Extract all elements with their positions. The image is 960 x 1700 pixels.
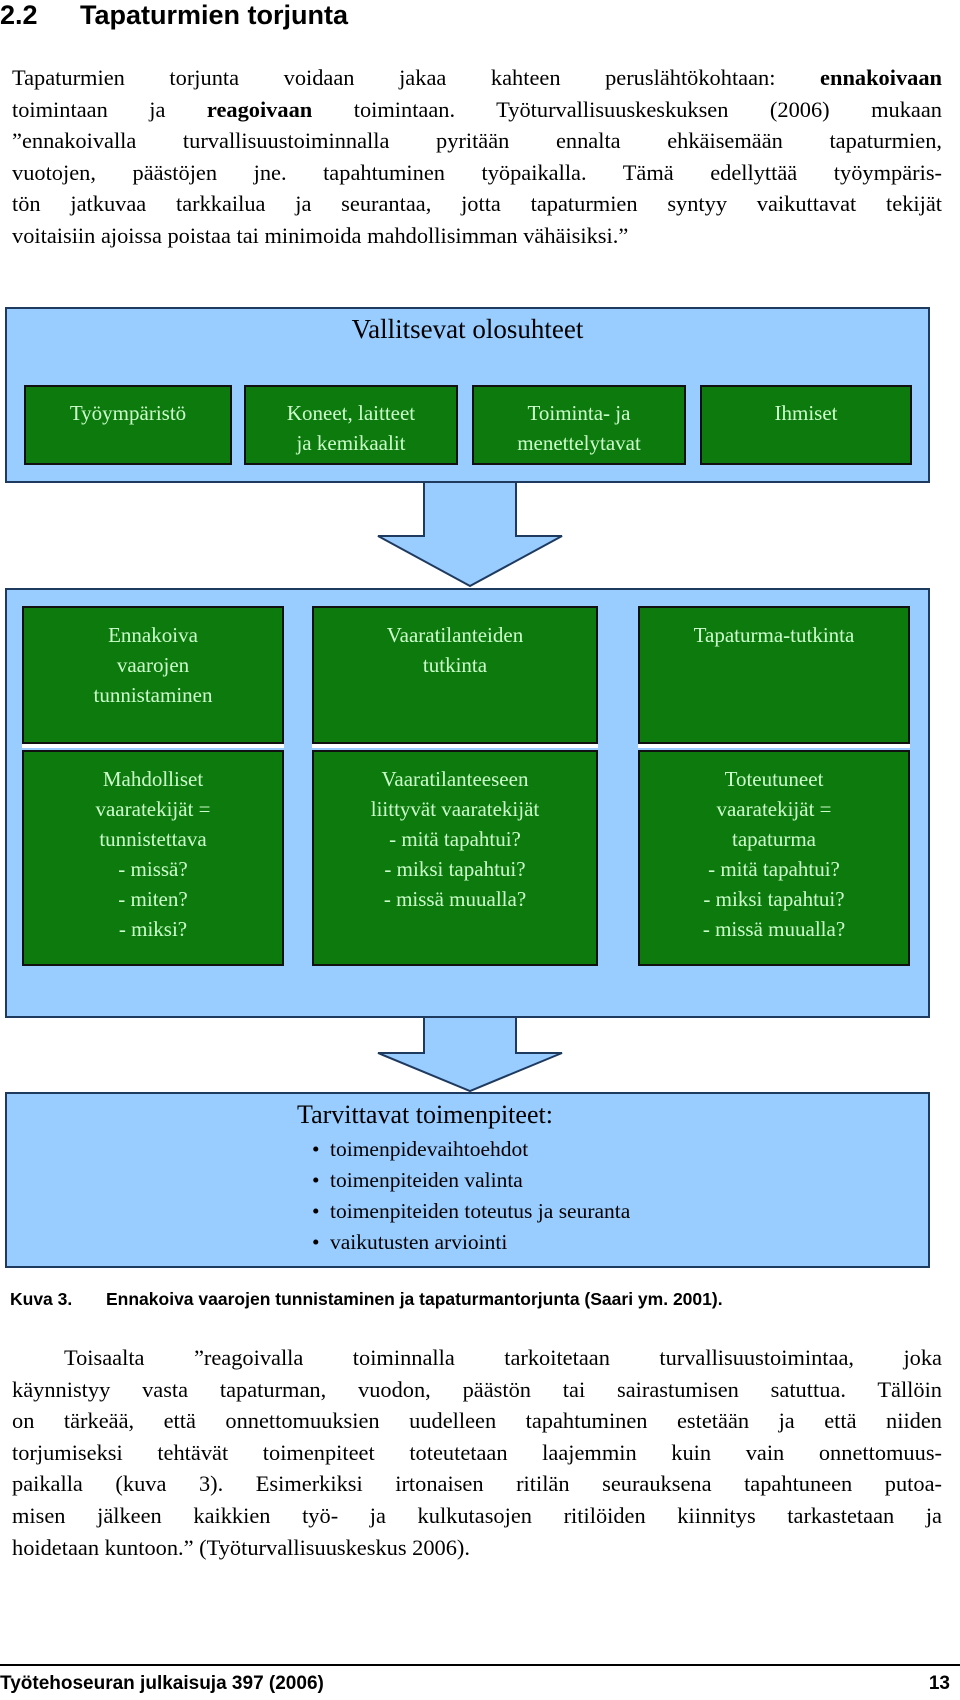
intro-line: tön jatkuvaa tarkkailua ja seurantaa, jo… bbox=[12, 191, 942, 217]
body-line: paikalla (kuva 3). Esimerkiksi irtonaise… bbox=[12, 1471, 942, 1497]
list-item: •toimenpidevaihtoehdot bbox=[312, 1137, 529, 1161]
list-item: •toimenpiteiden valinta bbox=[312, 1168, 523, 1192]
page-footer: Työtehoseuran julkaisuja 397 (2006) 13 bbox=[0, 1670, 960, 1698]
list-item: •toimenpiteiden toteutus ja seuranta bbox=[312, 1199, 631, 1223]
down-arrow-icon bbox=[377, 482, 563, 588]
divider bbox=[312, 744, 598, 748]
footer-rule bbox=[0, 1664, 960, 1666]
intro-line: Tapaturmien torjunta voidaan jakaa kahte… bbox=[12, 65, 942, 90]
down-arrow-icon bbox=[377, 1017, 563, 1093]
actions-panel bbox=[5, 1092, 930, 1268]
body-line: misen jälkeen kaikkien työ- ja kulkutaso… bbox=[12, 1502, 942, 1528]
intro-line: toimintaan ja reagoivaan toimintaan. Työ… bbox=[12, 96, 942, 122]
box-work-environment: Työympäristö bbox=[24, 385, 232, 465]
actions-title: Tarvittavat toimenpiteet: bbox=[297, 1100, 553, 1129]
intro-line: vuotojen, päästöjen jne. tapahtuminen ty… bbox=[12, 159, 942, 185]
section-title: Tapaturmien torjunta bbox=[80, 0, 349, 30]
figure-caption: Kuva 3. Ennakoiva vaarojen tunnistaminen … bbox=[10, 1286, 940, 1312]
publication-name: Työtehoseuran julkaisuja 397 (2006) bbox=[0, 1673, 324, 1694]
section-heading: 2.2 Tapaturmien torjunta bbox=[0, 0, 960, 30]
list-item: •vaikutusten arviointi bbox=[312, 1230, 508, 1254]
divider bbox=[22, 744, 284, 748]
body-line: hoidetaan kuntoon.” (Työturvallisuuskesk… bbox=[12, 1534, 470, 1560]
divider bbox=[638, 744, 910, 748]
conditions-title: Vallitsevat olosuhteet bbox=[351, 314, 584, 344]
intro-line: voitaisiin ajoissa poistaa tai minimoida… bbox=[12, 222, 629, 248]
page-number: 13 bbox=[928, 1673, 950, 1694]
body-line: on tärkeää, että onnettomuuksien uudelle… bbox=[12, 1408, 942, 1434]
intro-paragraph: Tapaturmien torjunta voidaan jakaa kahte… bbox=[12, 62, 942, 252]
body-line: Toisaalta ”reagoivalla toiminnalla tarko… bbox=[64, 1345, 942, 1370]
body-line: torjumiseksi tehtävät toimenpiteet toteu… bbox=[12, 1439, 942, 1465]
box-accident-investigation: Tapaturma-tutkinta bbox=[638, 606, 910, 744]
body-paragraph: Toisaalta ”reagoivalla toiminnalla tarko… bbox=[12, 1342, 942, 1563]
body-line: käynnistyy vasta tapaturman, vuodon, pää… bbox=[12, 1376, 942, 1402]
section-number: 2.2 bbox=[0, 0, 38, 30]
caption-label: Kuva 3. bbox=[10, 1289, 73, 1309]
intro-line: ”ennakoivalla turvallisuustoiminnalla py… bbox=[12, 128, 942, 154]
box-people: Ihmiset bbox=[700, 385, 912, 465]
caption-text: Ennakoiva vaarojen tunnistaminen ja tapa… bbox=[106, 1289, 723, 1309]
actions-list: •toimenpidevaihtoehdot •toimenpiteiden v… bbox=[312, 1134, 630, 1258]
